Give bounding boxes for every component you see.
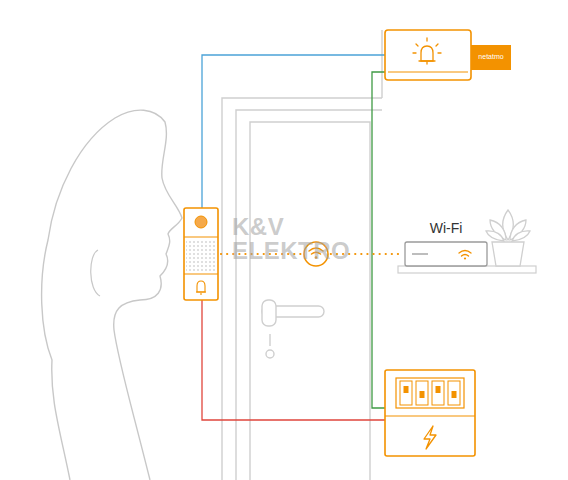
doorbell-bell-icon: [196, 281, 206, 295]
door-handle-rose: [262, 300, 276, 326]
doorbell-camera: [195, 216, 207, 228]
watermark: K&V: [232, 214, 284, 239]
breaker: [400, 381, 412, 405]
plant-leaves: [486, 210, 530, 241]
router-light: [412, 253, 428, 254]
breaker-switch: [420, 391, 425, 398]
doorbell-speaker: [186, 239, 216, 272]
red-wire: [202, 300, 385, 420]
lightning-symbol: [424, 426, 436, 449]
router-node: Wi-Fi: [405, 242, 487, 266]
doorbell-divider: [184, 273, 218, 274]
person-ear: [91, 250, 100, 296]
breaker: [416, 381, 428, 405]
panel-divider: [385, 415, 475, 416]
door-lock: [266, 350, 274, 358]
router-wifi-icon: [459, 251, 471, 257]
breaker: [448, 381, 460, 405]
breakers: [400, 381, 460, 405]
node-heading: Wi-Fi: [405, 220, 487, 236]
brand-tag: netatmo: [471, 45, 511, 70]
door-frame: [222, 30, 382, 480]
electrical-panel: [385, 370, 475, 456]
chime-unit: [385, 30, 471, 80]
breaker-switch: [436, 386, 441, 393]
door-lock-slot: [269, 334, 270, 346]
router-box: [405, 242, 487, 266]
chime-edge: [388, 72, 468, 73]
plant-pot: [492, 242, 524, 266]
breaker-switch: [452, 391, 457, 398]
brand-text: netatmo: [478, 53, 503, 61]
breaker: [432, 381, 444, 405]
chime-bell-icon: [413, 38, 441, 64]
shelf: [398, 266, 536, 273]
watermark: ELEKTRO: [232, 238, 350, 263]
breaker-switch: [404, 386, 409, 393]
breaker-rail: [396, 378, 464, 408]
doorbell-divider: [184, 236, 218, 237]
person-silhouette: [42, 110, 182, 480]
router-wifi-dot: [464, 257, 466, 259]
doorbell-unit: [184, 208, 218, 300]
green-wire: [372, 72, 385, 408]
blue-wire: [202, 55, 385, 208]
